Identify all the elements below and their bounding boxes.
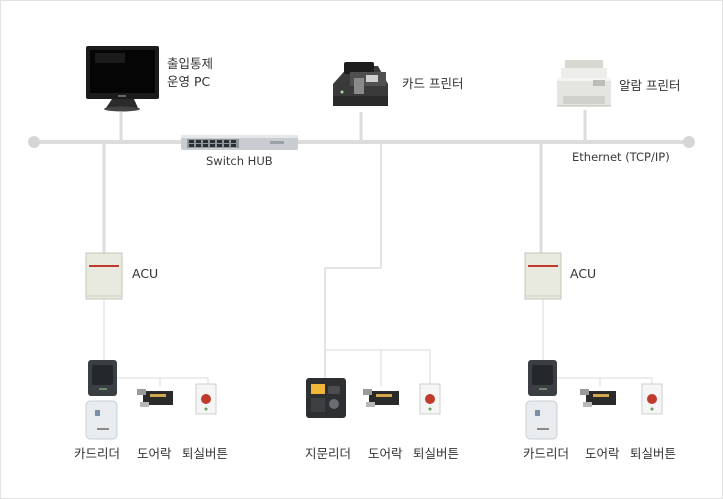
monitor-icon <box>86 46 159 112</box>
card-printer-label: 카드 프린터 <box>402 76 464 91</box>
network-drops <box>102 110 587 253</box>
card-printer-icon <box>333 62 388 106</box>
acu-left-icon <box>85 252 123 300</box>
card-reader-light-left-icon <box>85 400 118 440</box>
switch-hub-icon <box>181 135 298 150</box>
exit-button-center-label: 퇴실버튼 <box>413 446 460 461</box>
pc-label-line2: 운영 PC <box>167 74 211 89</box>
device-wiring <box>103 299 653 386</box>
alarm-printer-icon <box>557 60 611 107</box>
door-lock-left-icon <box>137 389 173 407</box>
exit-button-right-label: 퇴실버튼 <box>630 446 677 461</box>
door-lock-center-icon <box>363 389 399 407</box>
door-lock-center-label: 도어락 <box>368 446 403 461</box>
acu-right-icon <box>524 252 562 300</box>
exit-button-left-icon <box>195 383 217 415</box>
acu-left-label: ACU <box>132 266 159 281</box>
door-lock-left-label: 도어락 <box>137 446 172 461</box>
exit-button-center-icon <box>419 383 441 415</box>
fingerprint-reader-icon <box>306 378 346 418</box>
fingerprint-reader-label: 지문리더 <box>305 446 352 461</box>
pc-label-line1: 출입통제 <box>167 56 214 71</box>
exit-button-left-label: 퇴실버튼 <box>182 446 229 461</box>
card-reader-dark-left-icon <box>88 360 117 396</box>
door-lock-right-label: 도어락 <box>585 446 620 461</box>
switch-hub-label: Switch HUB <box>206 154 273 168</box>
card-reader-right-label: 카드리더 <box>523 446 570 461</box>
acu-right-label: ACU <box>570 266 597 281</box>
card-reader-left-label: 카드리더 <box>74 446 121 461</box>
ethernet-label: Ethernet (TCP/IP) <box>572 150 670 164</box>
card-reader-dark-right-icon <box>528 360 557 396</box>
alarm-printer-label: 알람 프린터 <box>619 78 681 93</box>
door-lock-right-icon <box>580 389 616 407</box>
exit-button-right-icon <box>641 383 663 415</box>
card-reader-light-right-icon <box>525 400 558 440</box>
center-drop <box>324 142 382 380</box>
